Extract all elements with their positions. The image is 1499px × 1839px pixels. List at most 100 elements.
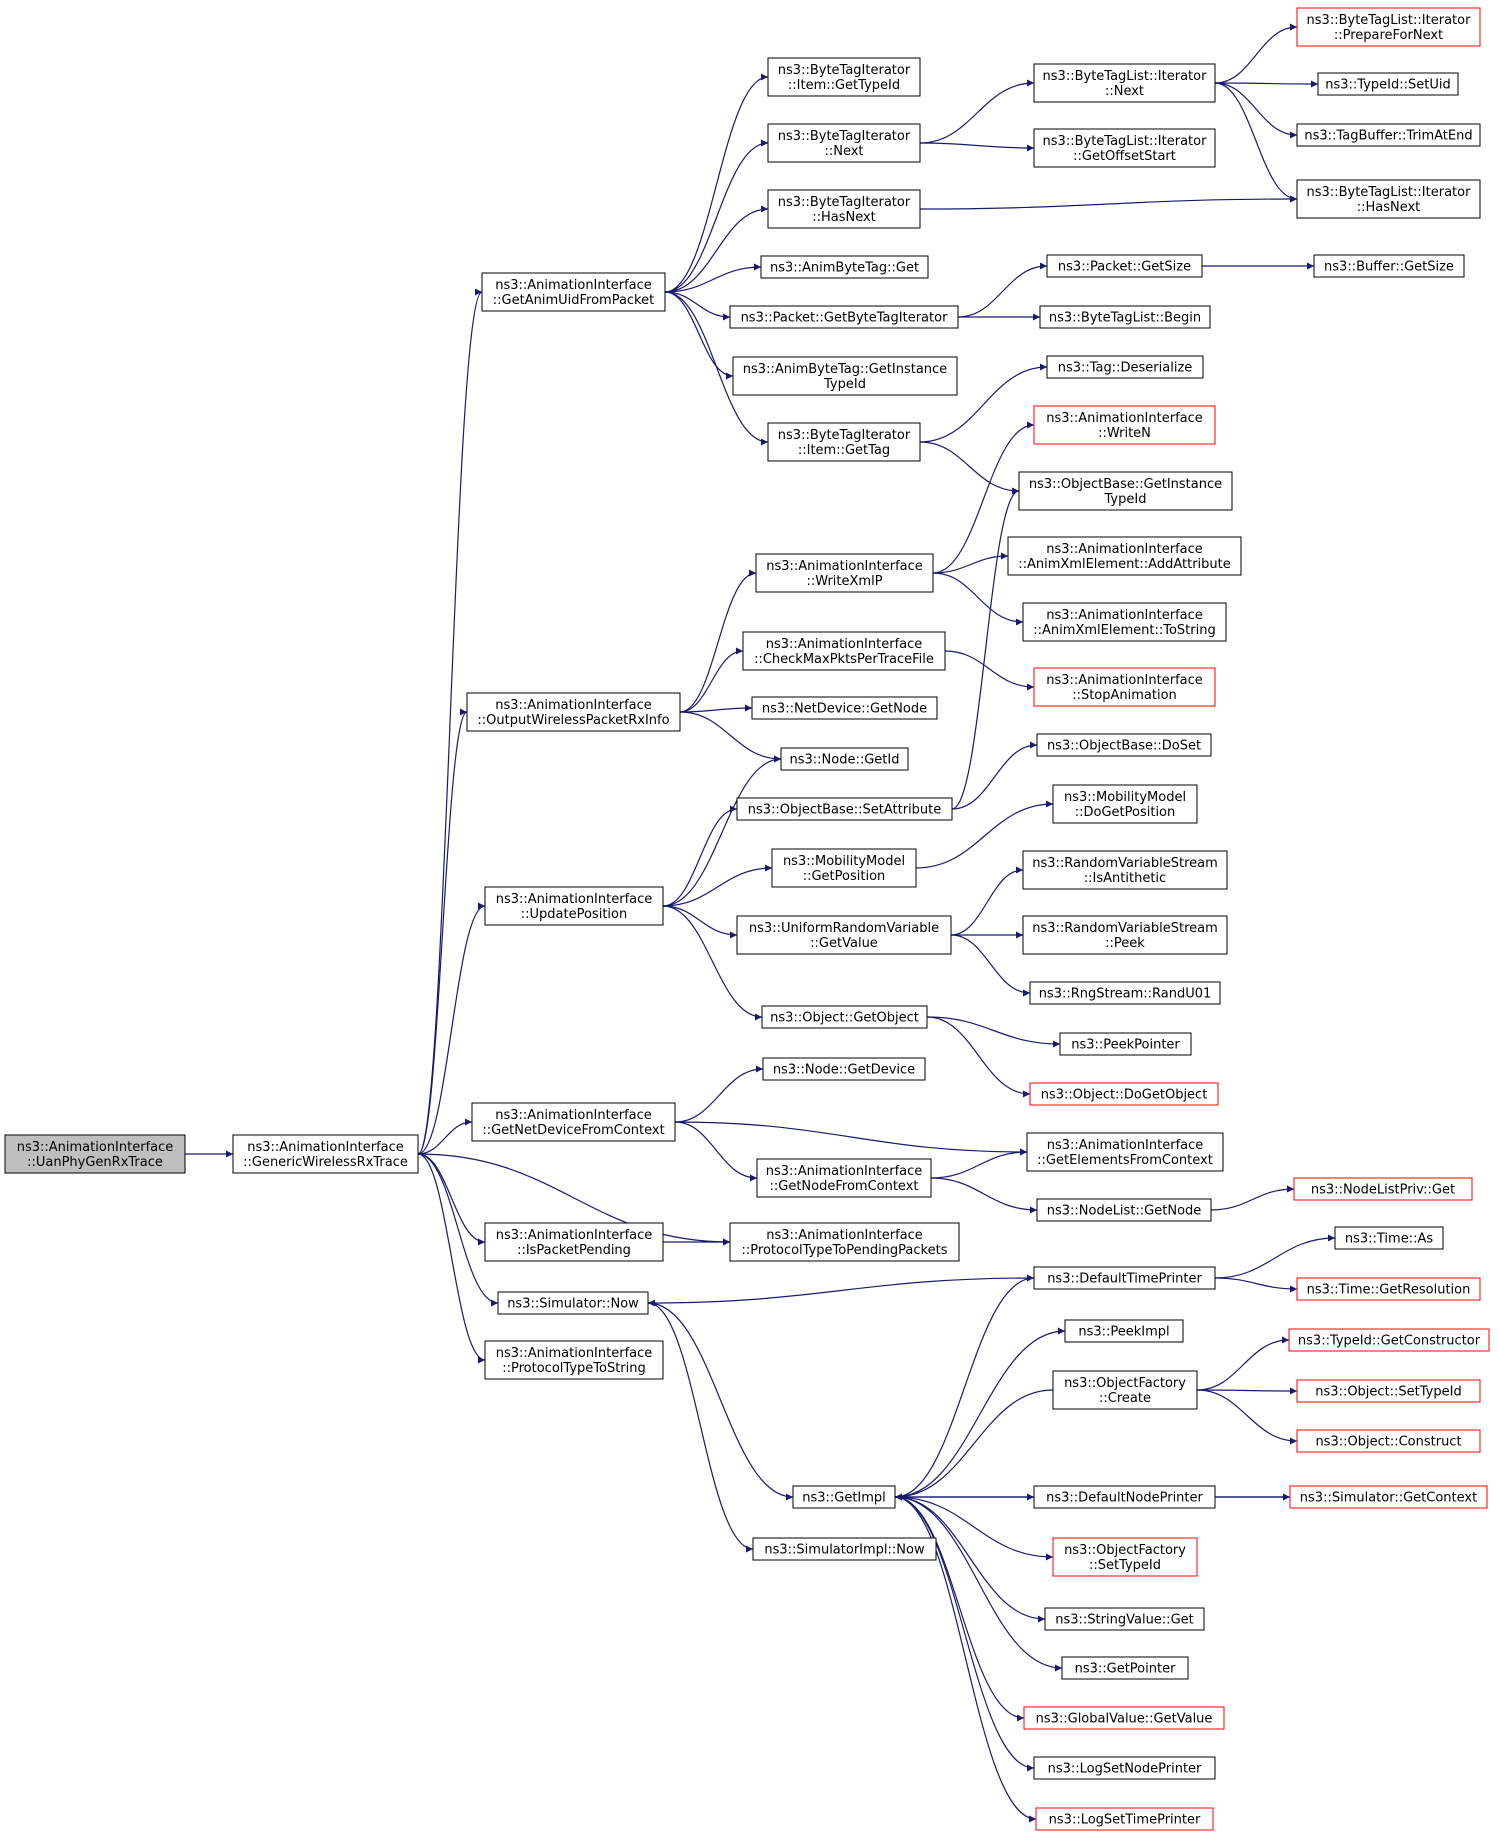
node-label-line: ns3::AnimationInterface bbox=[495, 698, 652, 713]
node-bti_gtag[interactable]: ns3::ByteTagIterator::Item::GetTag bbox=[767, 422, 921, 462]
node-gau[interactable]: ns3::AnimationInterface::GetAnimUidFromP… bbox=[481, 272, 666, 312]
node-box bbox=[1296, 179, 1481, 219]
node-pptr[interactable]: ns3::PeekPointer bbox=[1059, 1032, 1192, 1056]
node-ai_wn[interactable]: ns3::AnimationInterface::WriteN bbox=[1033, 405, 1216, 445]
node-sv_get[interactable]: ns3::StringValue::Get bbox=[1044, 1607, 1205, 1631]
edge-dtp-to-t_as bbox=[1214, 1234, 1336, 1279]
node-o_go[interactable]: ns3::Object::GetObject bbox=[761, 1005, 928, 1029]
node-mm_gp[interactable]: ns3::MobilityModel::GetPosition bbox=[771, 848, 917, 888]
node-peekimpl[interactable]: ns3::PeekImpl bbox=[1064, 1319, 1184, 1343]
node-box bbox=[742, 631, 946, 671]
node-btl_pfn[interactable]: ns3::ByteTagList::Iterator::PrepareForNe… bbox=[1296, 7, 1481, 47]
node-bti_git[interactable]: ns3::ByteTagIterator::Item::GetTypeId bbox=[767, 57, 921, 97]
node-gv_gv[interactable]: ns3::GlobalValue::GetValue bbox=[1023, 1706, 1225, 1730]
node-ai_sa[interactable]: ns3::AnimationInterface::StopAnimation bbox=[1033, 667, 1216, 707]
node-label-line: ns3::AnimationInterface bbox=[766, 637, 923, 652]
node-dnp[interactable]: ns3::DefaultNodePrinter bbox=[1033, 1485, 1216, 1509]
node-label-line: ns3::Object::DoGetObject bbox=[1041, 1088, 1208, 1103]
edge-ob_sa-to-ob_git bbox=[951, 487, 1020, 810]
node-box bbox=[762, 1057, 926, 1081]
node-btl_b[interactable]: ns3::ByteTagList::Begin bbox=[1039, 305, 1211, 329]
node-label-line: TypeId bbox=[823, 377, 866, 392]
node-box bbox=[1059, 1032, 1192, 1056]
node-btl_nx[interactable]: ns3::ByteTagList::Iterator::Next bbox=[1033, 63, 1216, 103]
node-dtp[interactable]: ns3::DefaultTimePrinter bbox=[1033, 1266, 1216, 1290]
node-box bbox=[1296, 1429, 1481, 1453]
node-label-line: ::GetValue bbox=[810, 936, 878, 951]
node-box bbox=[497, 1291, 649, 1315]
node-nlp_get[interactable]: ns3::NodeListPriv::Get bbox=[1293, 1177, 1473, 1201]
node-btl_hn[interactable]: ns3::ByteTagList::Iterator::HasNext bbox=[1296, 179, 1481, 219]
node-nd_gn[interactable]: ns3::NetDevice::GetNode bbox=[751, 696, 938, 720]
node-owp[interactable]: ns3::AnimationInterface::OutputWirelessP… bbox=[466, 692, 681, 732]
node-pts[interactable]: ns3::AnimationInterface::ProtocolTypeToS… bbox=[484, 1340, 664, 1380]
node-buf_gs[interactable]: ns3::Buffer::GetSize bbox=[1313, 254, 1465, 278]
node-box bbox=[1064, 1319, 1184, 1343]
node-tb_tae[interactable]: ns3::TagBuffer::TrimAtEnd bbox=[1296, 123, 1481, 147]
node-wxp[interactable]: ns3::AnimationInterface::WriteXmlP bbox=[755, 553, 934, 593]
node-t_as[interactable]: ns3::Time::As bbox=[1334, 1226, 1444, 1250]
node-gefc[interactable]: ns3::AnimationInterface::GetElementsFrom… bbox=[1026, 1132, 1224, 1172]
node-urv_gv[interactable]: ns3::UniformRandomVariable::GetValue bbox=[736, 915, 952, 955]
node-abt_get[interactable]: ns3::AnimByteTag::Get bbox=[760, 255, 929, 279]
node-t_gr[interactable]: ns3::Time::GetResolution bbox=[1296, 1277, 1481, 1301]
node-box bbox=[771, 848, 917, 888]
node-label-line: ::IsAntithetic bbox=[1084, 871, 1166, 886]
node-upd[interactable]: ns3::AnimationInterface::UpdatePosition bbox=[484, 886, 664, 926]
edge-gau-to-bti_hn bbox=[664, 205, 769, 293]
node-ipp[interactable]: ns3::AnimationInterface::IsPacketPending bbox=[484, 1222, 664, 1262]
node-ptpp[interactable]: ns3::AnimationInterface::ProtocolTypeToP… bbox=[729, 1222, 960, 1262]
node-cmp[interactable]: ns3::AnimationInterface::CheckMaxPktsPer… bbox=[742, 631, 946, 671]
node-getptr[interactable]: ns3::GetPointer bbox=[1061, 1656, 1189, 1680]
edge-wxp-to-ai_wn bbox=[932, 421, 1035, 574]
node-box bbox=[1296, 1379, 1481, 1403]
node-pk_gbti[interactable]: ns3::Packet::GetByteTagIterator bbox=[729, 305, 959, 329]
node-gnd[interactable]: ns3::AnimationInterface::GetNetDeviceFro… bbox=[471, 1102, 676, 1142]
node-bti_hn[interactable]: ns3::ByteTagIterator::HasNext bbox=[767, 189, 921, 229]
node-snw[interactable]: ns3::Simulator::Now bbox=[497, 1291, 649, 1315]
node-o_con[interactable]: ns3::Object::Construct bbox=[1296, 1429, 1481, 1453]
node-tid_su[interactable]: ns3::TypeId::SetUid bbox=[1317, 72, 1459, 96]
edge-gau-to-bti_nx bbox=[664, 139, 769, 293]
node-label-line: ns3::Buffer::GetSize bbox=[1324, 260, 1454, 275]
node-label-line: ns3::LogSetNodePrinter bbox=[1048, 1762, 1202, 1777]
node-axe_aa[interactable]: ns3::AnimationInterface::AnimXmlElement:… bbox=[1007, 536, 1242, 576]
node-ob_ds[interactable]: ns3::ObjectBase::DoSet bbox=[1036, 733, 1212, 757]
edge-upd-to-o_go bbox=[662, 905, 763, 1021]
node-o_sti[interactable]: ns3::Object::SetTypeId bbox=[1296, 1379, 1481, 1403]
node-lsnp[interactable]: ns3::LogSetNodePrinter bbox=[1033, 1756, 1216, 1780]
node-si_now[interactable]: ns3::SimulatorImpl::Now bbox=[752, 1537, 937, 1561]
node-label-line: ns3::ByteTagList::Iterator bbox=[1043, 134, 1208, 149]
node-sim_gc[interactable]: ns3::Simulator::GetContext bbox=[1289, 1485, 1488, 1509]
node-rng[interactable]: ns3::RngStream::RandU01 bbox=[1029, 981, 1221, 1005]
node-gimpl[interactable]: ns3::GetImpl bbox=[792, 1485, 896, 1509]
node-n_gid[interactable]: ns3::Node::GetId bbox=[780, 747, 909, 771]
node-rvs_pk[interactable]: ns3::RandomVariableStream::Peek bbox=[1022, 915, 1228, 955]
node-gnfc[interactable]: ns3::AnimationInterface::GetNodeFromCont… bbox=[756, 1158, 932, 1198]
edge-urv_gv-to-rvs_ia bbox=[950, 866, 1024, 936]
edge-wxp-to-axe_ts bbox=[932, 572, 1024, 626]
node-lstp[interactable]: ns3::LogSetTimePrinter bbox=[1035, 1807, 1214, 1831]
node-axe_ts[interactable]: ns3::AnimationInterface::AnimXmlElement:… bbox=[1022, 602, 1227, 642]
node-label-line: ::StopAnimation bbox=[1072, 688, 1177, 703]
edge-gnfc-to-gefc bbox=[930, 1148, 1028, 1179]
node-tag_des[interactable]: ns3::Tag::Deserialize bbox=[1046, 355, 1204, 379]
node-uan: ns3::AnimationInterface::UanPhyGenRxTrac… bbox=[4, 1134, 186, 1174]
node-gwr[interactable]: ns3::AnimationInterface::GenericWireless… bbox=[232, 1134, 419, 1174]
node-o_dgo[interactable]: ns3::Object::DoGetObject bbox=[1029, 1082, 1219, 1106]
node-of_sti[interactable]: ns3::ObjectFactory::SetTypeId bbox=[1052, 1537, 1198, 1577]
node-mm_dgp[interactable]: ns3::MobilityModel::DoGetPosition bbox=[1052, 784, 1198, 824]
node-of_cr[interactable]: ns3::ObjectFactory::Create bbox=[1052, 1370, 1198, 1410]
node-nl_gn[interactable]: ns3::NodeList::GetNode bbox=[1036, 1198, 1212, 1222]
edge-gimpl-to-dtp bbox=[894, 1274, 1035, 1498]
node-rvs_ia[interactable]: ns3::RandomVariableStream::IsAntithetic bbox=[1022, 850, 1228, 890]
edge-urv_gv-to-rng bbox=[950, 934, 1031, 997]
node-bti_nx[interactable]: ns3::ByteTagIterator::Next bbox=[767, 123, 921, 163]
node-tid_gc[interactable]: ns3::TypeId::GetConstructor bbox=[1288, 1328, 1490, 1352]
node-btl_gos[interactable]: ns3::ByteTagList::Iterator::GetOffsetSta… bbox=[1033, 128, 1216, 168]
node-n_gd[interactable]: ns3::Node::GetDevice bbox=[762, 1057, 926, 1081]
node-ob_sa[interactable]: ns3::ObjectBase::SetAttribute bbox=[736, 797, 953, 821]
node-pk_gs[interactable]: ns3::Packet::GetSize bbox=[1046, 254, 1203, 278]
